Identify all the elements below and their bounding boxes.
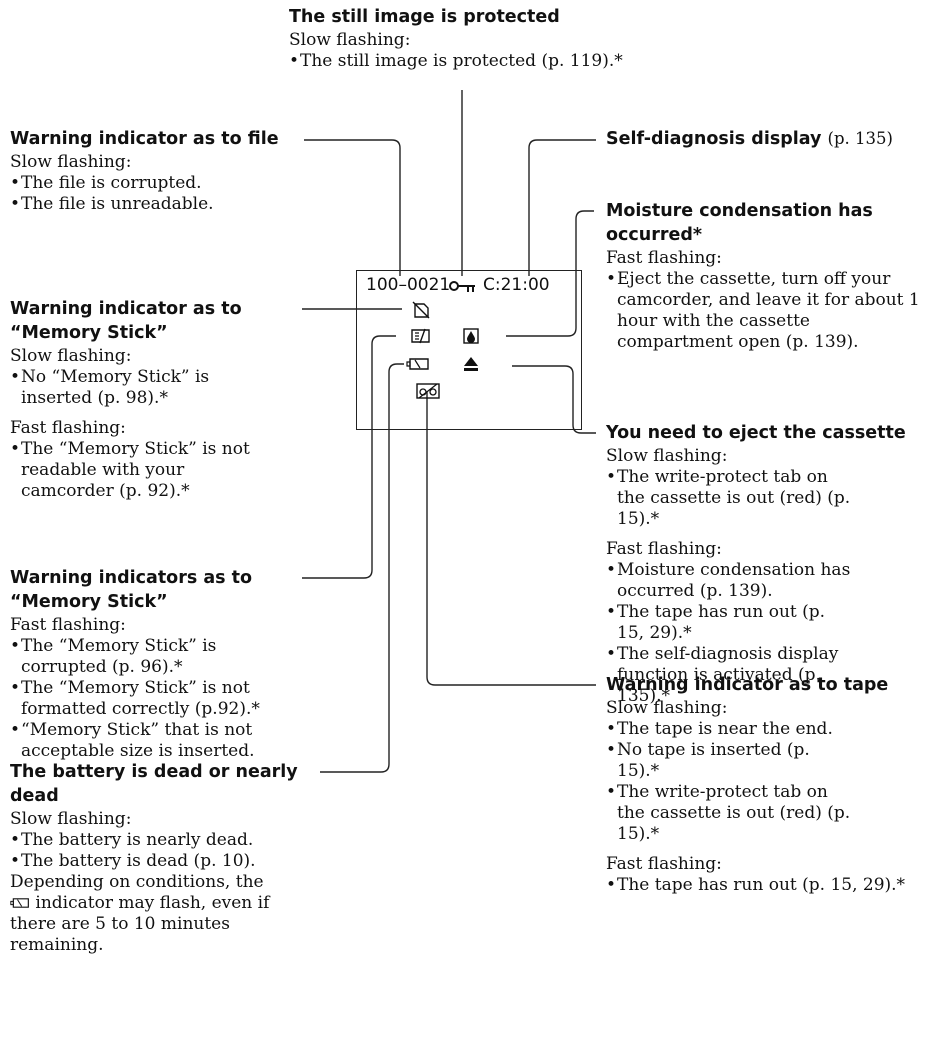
self-diagnosis-callout: Self-diagnosis display (p. 135) <box>606 127 926 151</box>
battery-icon <box>10 898 29 908</box>
ms-warning-slow-list: No “Memory Stick” is inserted (p. 98).* <box>10 367 250 409</box>
battery-item: The battery is dead (p. 10). <box>10 851 310 872</box>
ms-warnings-item: The “Memory Stick” is corrupted (p. 96).… <box>10 636 278 678</box>
file-warning-item: The file is corrupted. <box>10 173 310 194</box>
protected-sub: Slow flashing: <box>289 30 411 50</box>
moisture-title-line2: occurred* <box>606 225 703 245</box>
ms-warning-title-line1: Warning indicator as to <box>10 299 242 319</box>
ms-warning-fast-list: The “Memory Stick” is not readable with … <box>10 439 250 502</box>
tape-slow-item: The tape is near the end. <box>606 719 856 740</box>
eject-slow-item: The write-protect tab on the cassette is… <box>606 467 856 530</box>
protected-callout: The still image is protected Slow flashi… <box>289 5 709 72</box>
lcd-screen: 100–0021 C:21:00 <box>356 270 582 430</box>
ms-warning-slow-label: Slow flashing: <box>10 346 132 366</box>
self-diagnosis-title: Self-diagnosis display <box>606 129 822 149</box>
file-warning-list: The file is corrupted. The file is unrea… <box>10 173 310 215</box>
water-drop-icon <box>463 328 479 344</box>
moisture-item: Eject the cassette, turn off your camcor… <box>606 269 926 353</box>
ms-warning-fast-label: Fast flashing: <box>10 418 126 438</box>
ms-warning-title-line2: “Memory Stick” <box>10 323 168 343</box>
eject-callout: You need to eject the cassette Slow flas… <box>606 421 926 707</box>
leader-self-diagnosis <box>528 139 596 276</box>
tape-fast-list: The tape has run out (p. 15, 29).* <box>606 875 926 896</box>
battery-icon <box>406 358 429 370</box>
battery-note-before: Depending on conditions, the <box>10 872 264 892</box>
leader-eject <box>512 365 596 434</box>
file-warning-title: Warning indicator as to file <box>10 129 279 149</box>
battery-list: The battery is nearly dead. The battery … <box>10 830 310 872</box>
moisture-callout: Moisture condensation has occurred* Fast… <box>606 199 926 353</box>
tape-cassette-icon <box>416 383 440 399</box>
ms-warning-slow-item: No “Memory Stick” is inserted (p. 98).* <box>10 367 250 409</box>
eject-slow-list: The write-protect tab on the cassette is… <box>606 467 856 530</box>
ms-warnings-item: “Memory Stick” that is not acceptable si… <box>10 720 278 762</box>
battery-note-after: indicator may flash, even if there are 5… <box>10 893 270 955</box>
battery-title-line1: The battery is dead or nearly <box>10 762 298 782</box>
key-icon <box>449 281 475 292</box>
moisture-sub: Fast flashing: <box>606 248 722 268</box>
battery-note: Depending on conditions, the indicator m… <box>10 872 278 956</box>
leader-ms-warnings <box>302 335 396 579</box>
tape-fast-label: Fast flashing: <box>606 854 722 874</box>
eject-title: You need to eject the cassette <box>606 423 906 443</box>
self-diagnosis-code: C:21:00 <box>483 275 550 295</box>
file-warning-sub: Slow flashing: <box>10 152 132 172</box>
tape-title: Warning indicator as to tape <box>606 675 889 695</box>
ms-warnings-title-line2: “Memory Stick” <box>10 592 168 612</box>
eject-fast-item: Moisture condensation has occurred (p. 1… <box>606 560 856 602</box>
file-warning-item: The file is unreadable. <box>10 194 310 215</box>
file-warning-callout: Warning indicator as to file Slow flashi… <box>10 127 310 215</box>
tape-slow-label: Slow flashing: <box>606 698 728 718</box>
eject-icon <box>464 357 478 371</box>
eject-fast-item: The tape has run out (p. 15, 29).* <box>606 602 856 644</box>
ms-warnings-title-line1: Warning indicators as to <box>10 568 253 588</box>
protected-item: The still image is protected (p. 119).* <box>289 51 709 72</box>
battery-sub: Slow flashing: <box>10 809 132 829</box>
battery-callout: The battery is dead or nearly dead Slow … <box>10 760 310 956</box>
leader-file-warning <box>304 139 401 276</box>
self-diagnosis-ref: (p. 135) <box>827 129 893 148</box>
ms-warnings-item: The “Memory Stick” is not formatted corr… <box>10 678 278 720</box>
file-number: 100–0021 <box>366 275 451 295</box>
ms-warnings-list: The “Memory Stick” is corrupted (p. 96).… <box>10 636 278 762</box>
ms-warnings-callout: Warning indicators as to “Memory Stick” … <box>10 566 310 762</box>
leader-tape <box>426 392 596 686</box>
leader-moisture <box>506 210 594 337</box>
tape-fast-item: The tape has run out (p. 15, 29).* <box>606 875 926 896</box>
leader-battery <box>320 363 404 773</box>
battery-item: The battery is nearly dead. <box>10 830 310 851</box>
tape-slow-list: The tape is near the end. No tape is ins… <box>606 719 856 845</box>
ms-warnings-sub: Fast flashing: <box>10 615 126 635</box>
tape-slow-item: No tape is inserted (p. 15).* <box>606 740 856 782</box>
eject-fast-label: Fast flashing: <box>606 539 722 559</box>
eject-fast-item: The self-diagnosis display function is a… <box>606 644 856 707</box>
tape-slow-item: The write-protect tab on the cassette is… <box>606 782 856 845</box>
eject-fast-list: Moisture condensation has occurred (p. 1… <box>606 560 856 707</box>
tape-callout: Warning indicator as to tape Slow flashi… <box>606 673 926 896</box>
moisture-list: Eject the cassette, turn off your camcor… <box>606 269 926 353</box>
moisture-title-line1: Moisture condensation has <box>606 201 873 221</box>
ms-warning-fast-item: The “Memory Stick” is not readable with … <box>10 439 250 502</box>
no-file-icon <box>412 301 430 319</box>
protected-title: The still image is protected <box>289 7 560 27</box>
battery-title-line2: dead <box>10 786 59 806</box>
eject-slow-label: Slow flashing: <box>606 446 728 466</box>
protected-list: The still image is protected (p. 119).* <box>289 51 709 72</box>
memory-stick-icon <box>411 328 430 344</box>
ms-warning-callout: Warning indicator as to “Memory Stick” S… <box>10 297 310 502</box>
